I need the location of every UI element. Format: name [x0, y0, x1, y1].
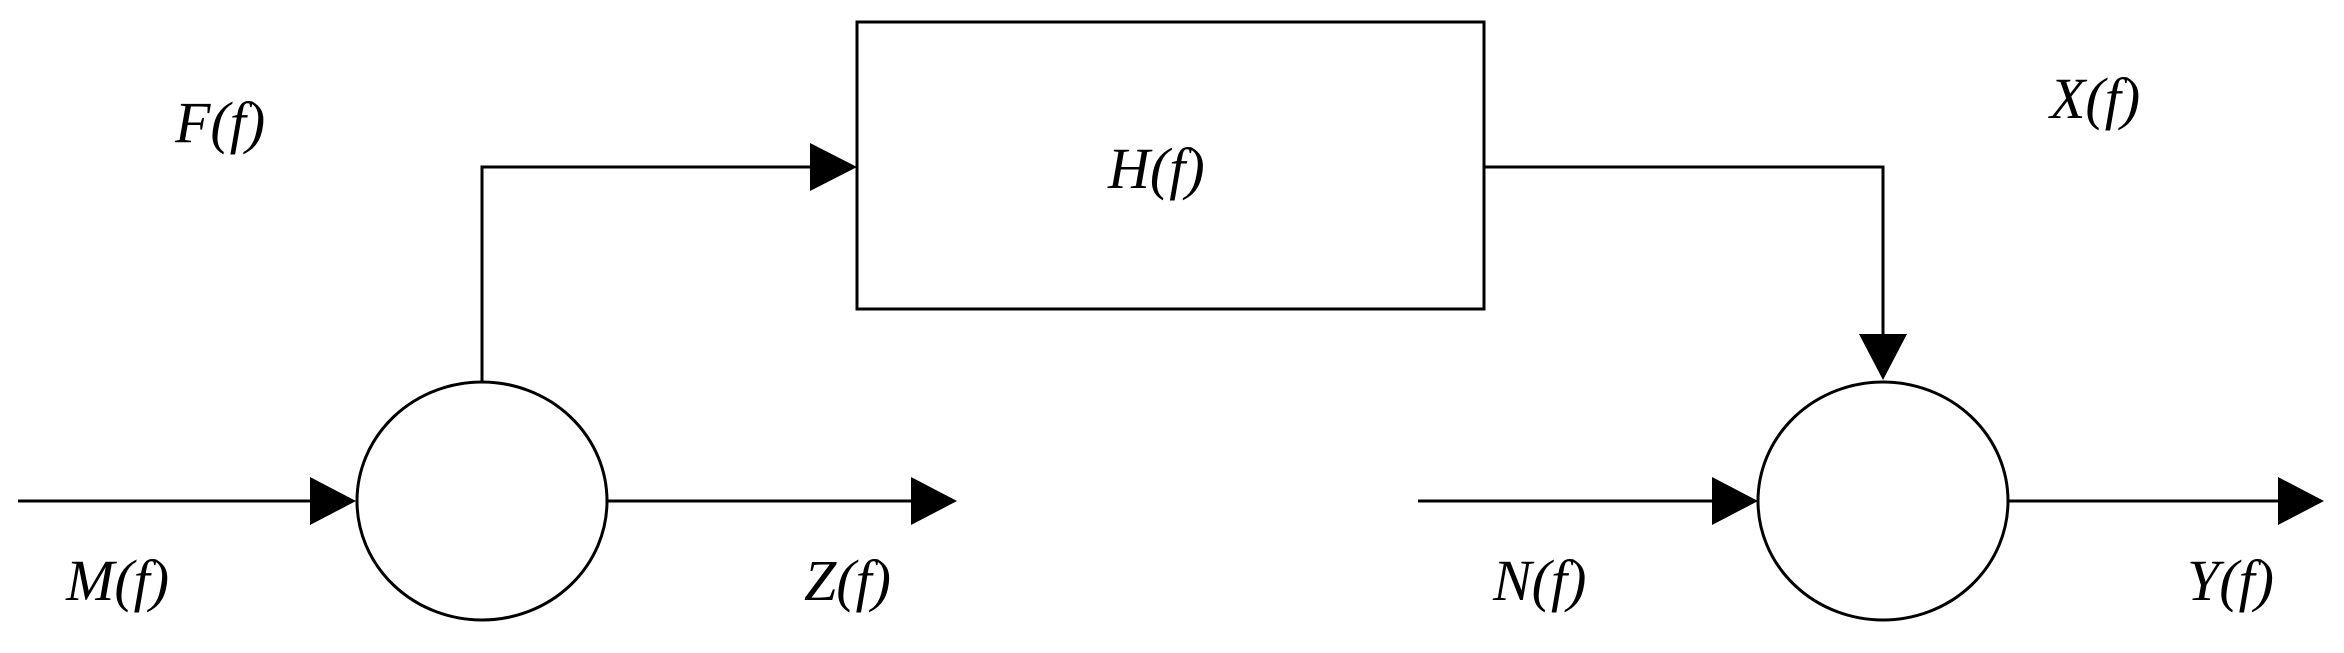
right-summing-node: [1756, 380, 2010, 622]
filter-in-label: F(f): [174, 90, 265, 155]
left-output-arrowhead: [911, 477, 957, 525]
right-output-arrowhead: [2278, 477, 2324, 525]
input-source-label: M(f): [65, 548, 169, 613]
filter-out-label: X(f): [2048, 66, 2140, 131]
left-summing-node: [355, 380, 609, 622]
left-output-label: Z(f): [804, 548, 891, 613]
transfer-block-input-arrowhead: [810, 143, 857, 191]
noise-label: N(f): [1492, 548, 1586, 613]
feed-wire-to-transfer-block: [480, 165, 812, 382]
feed-wire-to-right-node: [1484, 165, 1885, 334]
right-node-top-arrowhead: [1859, 334, 1907, 380]
noise-arrowhead: [1712, 477, 1758, 525]
input-arrowhead: [310, 477, 356, 525]
transfer-function-label: H(f): [1107, 136, 1205, 201]
transfer-function-block: [855, 20, 1486, 311]
right-output-label: Y(f): [2187, 548, 2274, 613]
